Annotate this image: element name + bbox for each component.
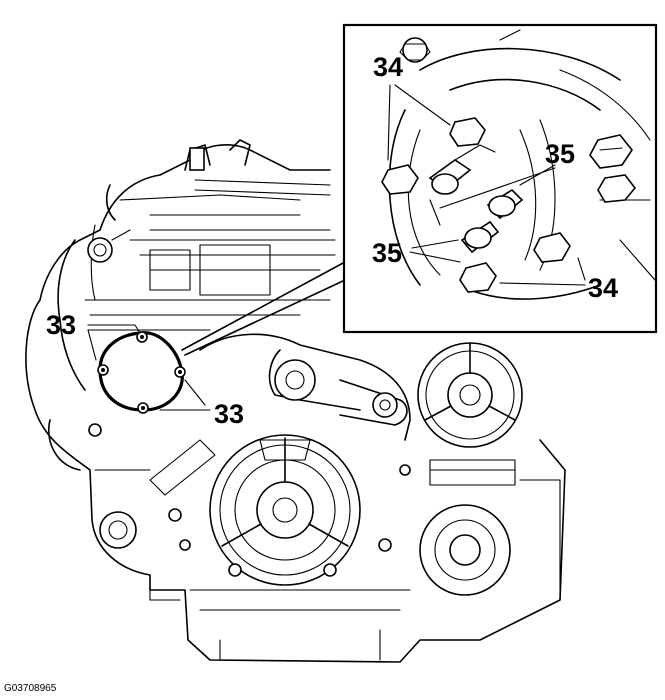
bolt-right-upper (589, 134, 633, 169)
bolt-right-lower (597, 174, 637, 203)
bolt (228, 563, 242, 577)
flange-bolt-34-b (381, 164, 419, 195)
bolt-top (399, 37, 431, 63)
timing-cover (199, 333, 411, 441)
engine-block (25, 139, 566, 663)
leader-35-lower (409, 239, 461, 263)
flange-bolt-34-c (533, 232, 571, 263)
alternator-pulley (419, 459, 561, 601)
bolt (323, 563, 337, 577)
leader-35-upper (439, 164, 556, 209)
fan-pulley (417, 342, 523, 448)
hub-bolt-35-b (486, 188, 524, 220)
zoom-pointer (181, 261, 346, 351)
figure-code: G03708965 (4, 683, 57, 694)
callout-34-upper: 34 (373, 52, 403, 82)
cover-plate (97, 331, 186, 414)
bolt (378, 538, 392, 552)
leader-34-lower (499, 257, 586, 286)
zoom-pointer (184, 279, 346, 356)
hub-bolt-35-a (428, 159, 472, 195)
leader-33-upper (87, 324, 141, 361)
callout-35-upper: 35 (545, 139, 575, 169)
crankshaft-pulley (209, 434, 361, 586)
bolt (399, 464, 411, 476)
callout-33-upper: 33 (46, 310, 76, 340)
callout-35-lower: 35 (372, 238, 402, 268)
leader-33-lower (159, 379, 211, 411)
hub-bolt-35-c (460, 220, 500, 254)
detail-inset (342, 23, 658, 334)
callout-33-lower: 33 (214, 399, 244, 429)
flange-bolt-34-a (449, 117, 486, 147)
flange-bolt-34-d (459, 262, 497, 293)
leader-34-upper (387, 84, 451, 161)
callout-34-lower: 34 (588, 273, 618, 303)
